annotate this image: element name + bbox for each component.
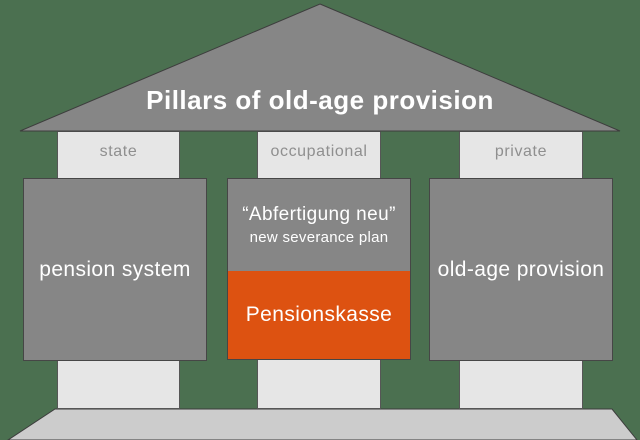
pillar-occupational-label: occupational [270,143,368,160]
occupational-box-highlight-text: Pensionskasse [245,303,393,326]
pillar-private-label: private [494,143,548,160]
private-pillar-box: old-age provision [429,178,613,361]
occupational-box-gray-section: “Abfertigung neu” new severance plan [228,179,410,271]
occupational-box-line2: new severance plan [249,229,389,246]
pillar-state-label: state [99,143,138,160]
state-pillar-box: pension system [23,178,207,361]
foundation-shape [7,408,638,440]
diagram-title: Pillars of old-age provision [146,85,494,115]
state-pillar-box-text: pension system [39,257,191,281]
occupational-box-highlight-section: Pensionskasse [228,271,410,359]
occupational-box-line1: “Abfertigung neu” [242,204,396,225]
occupational-pillar-box: “Abfertigung neu” new severance plan Pen… [227,178,411,360]
private-pillar-box-text: old-age provision [437,257,605,281]
